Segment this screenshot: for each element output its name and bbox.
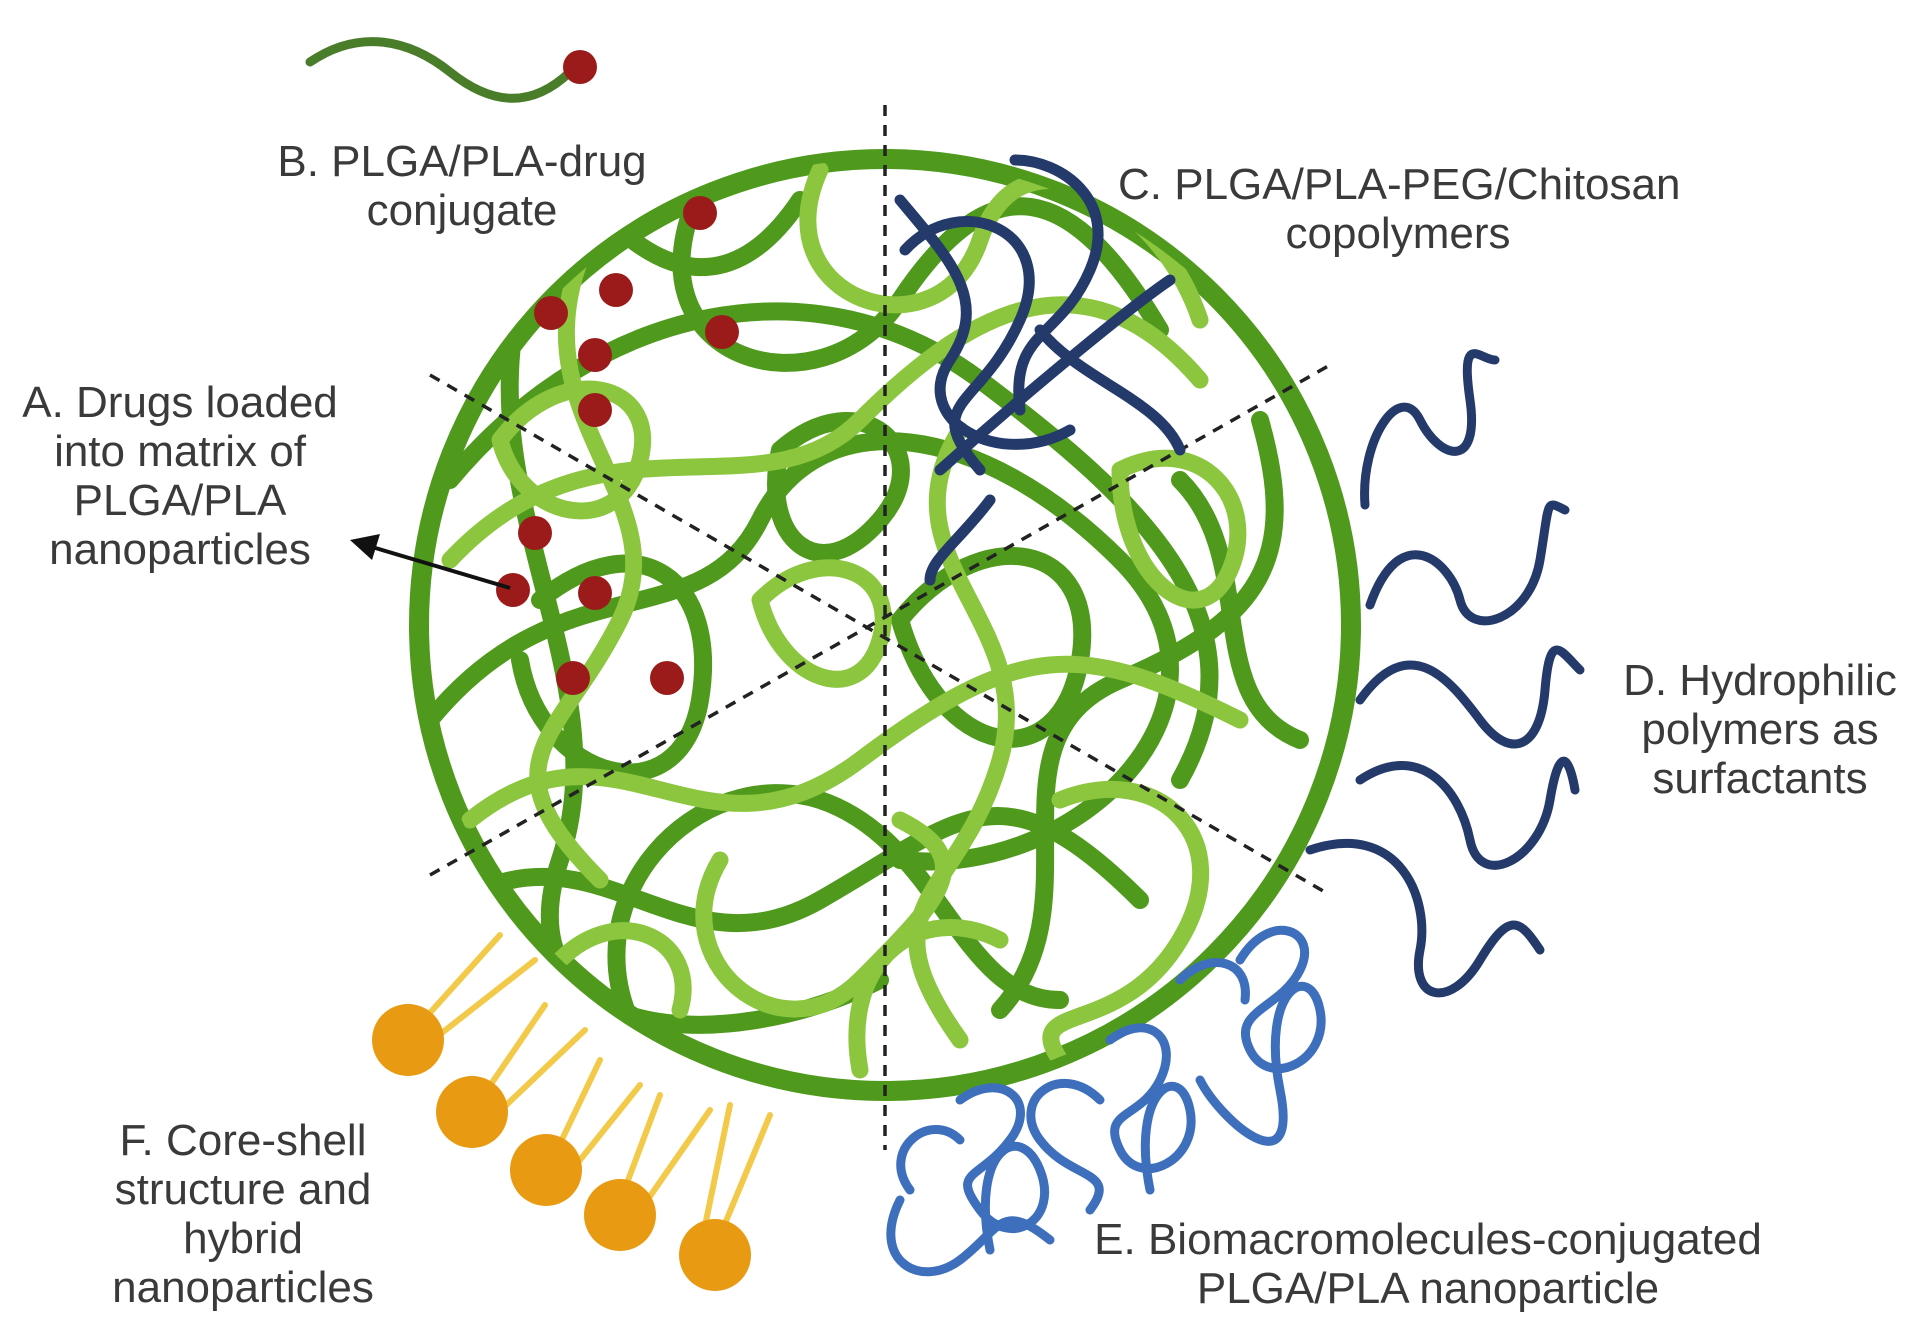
label-d: D. Hydrophilic polymers as surfactants	[1615, 656, 1905, 803]
label-d-line-3: surfactants	[1652, 754, 1868, 803]
label-e-line-1: E. Biomacromolecules-conjugated	[1094, 1215, 1762, 1264]
label-a-line-3: PLGA/PLA	[73, 476, 287, 525]
label-e-line-2: PLGA/PLA nanoparticle	[1196, 1264, 1660, 1313]
label-b: B. PLGA/PLA-drug conjugate	[272, 137, 652, 235]
label-c-line-2: copolymers	[1285, 209, 1511, 258]
label-f: F. Core-shell structure and hybrid nanop…	[78, 1116, 408, 1312]
label-a-line-1: A. Drugs loaded	[22, 378, 338, 427]
label-a: A. Drugs loaded into matrix of PLGA/PLA …	[20, 378, 340, 574]
copolymer-chains	[894, 154, 1186, 586]
drug-particles	[496, 196, 739, 695]
label-a-line-4: nanoparticles	[49, 525, 311, 574]
arrow-icon	[350, 534, 511, 590]
label-f-line-3: hybrid	[183, 1214, 303, 1263]
label-b-line-1: B. PLGA/PLA-drug	[277, 137, 647, 186]
surfactant-chains	[1305, 349, 1585, 998]
label-c: C. PLGA/PLA-PEG/Chitosan copolymers	[1118, 160, 1681, 258]
core-shell-lipids	[372, 932, 773, 1291]
label-a-line-2: into matrix of	[54, 427, 306, 476]
label-f-line-1: F. Core-shell	[119, 1116, 367, 1165]
label-f-line-2: structure and	[114, 1165, 372, 1214]
label-c-line-1: C. PLGA/PLA-PEG/Chitosan	[1118, 160, 1681, 209]
label-d-line-1: D. Hydrophilic	[1623, 656, 1897, 705]
label-d-line-2: polymers as	[1641, 705, 1879, 754]
biomacromolecule-coils	[886, 926, 1326, 1277]
label-f-line-4: nanoparticles	[112, 1263, 374, 1312]
label-e: E. Biomacromolecules-conjugated PLGA/PLA…	[1088, 1215, 1768, 1313]
label-b-line-2: conjugate	[366, 186, 558, 235]
drug-conjugate-chain	[305, 37, 597, 103]
